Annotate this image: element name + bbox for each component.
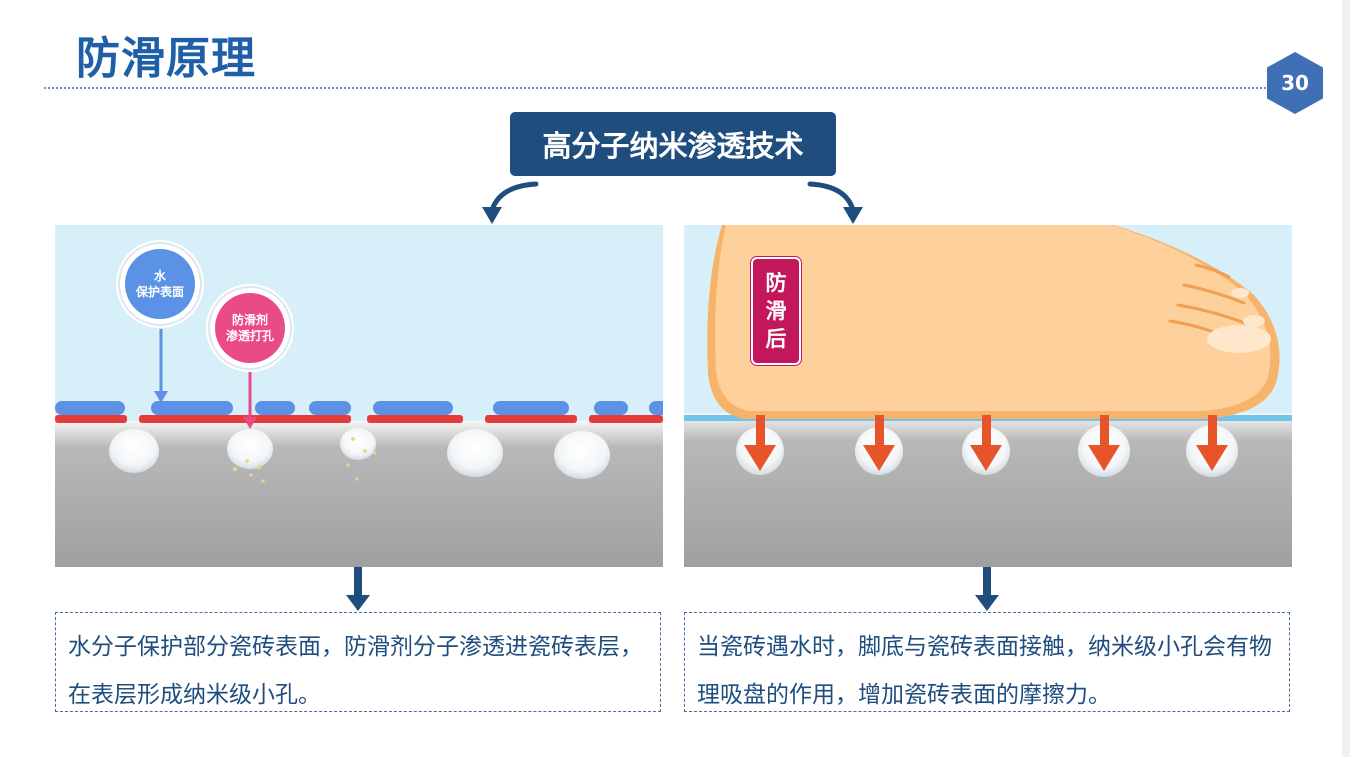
left-description-text: 水分子保护部分瓷砖表面，防滑剂分子渗透进瓷砖表层，在表层形成纳米级小孔。 bbox=[68, 634, 643, 708]
agent-callout-line1: 防滑剂 bbox=[231, 313, 268, 327]
agent-callout: 防滑剂 渗透打孔 bbox=[215, 293, 285, 363]
page-number: 30 bbox=[1281, 71, 1309, 95]
left-description: 水分子保护部分瓷砖表面，防滑剂分子渗透进瓷砖表层，在表层形成纳米级小孔。 bbox=[55, 612, 661, 712]
agent-callout-line2: 渗透打孔 bbox=[225, 329, 274, 343]
nano-pores bbox=[109, 428, 610, 479]
suction-arrow-icon bbox=[863, 415, 895, 471]
right-description-text: 当瓷砖遇水时，脚底与瓷砖表面接触，纳米级小孔会有物理吸盘的作用，增加瓷砖表面的摩… bbox=[697, 634, 1272, 708]
tile-cross-section-left bbox=[55, 329, 663, 567]
foot bbox=[707, 225, 1280, 419]
suction-arrow-icon bbox=[1196, 415, 1228, 471]
curved-arrow-left-icon bbox=[482, 181, 539, 224]
water-molecules bbox=[55, 401, 663, 415]
callout-pointer-water bbox=[154, 329, 168, 403]
curved-arrow-right-icon bbox=[807, 181, 863, 224]
suction-arrow-icon bbox=[744, 415, 776, 471]
left-illustration: 水 保护表面 防滑剂 渗透打孔 bbox=[55, 225, 663, 567]
slide-title: 防滑原理 bbox=[76, 33, 256, 84]
foot-on-tile bbox=[684, 225, 1292, 567]
title-divider bbox=[44, 87, 1270, 89]
right-edge-strip bbox=[1342, 0, 1350, 757]
suction-arrow-icon bbox=[1088, 415, 1120, 471]
red-layer bbox=[55, 415, 663, 423]
banner-label: 高分子纳米渗透技术 bbox=[542, 129, 804, 163]
down-arrow-icon bbox=[975, 567, 999, 611]
right-illustration: 防 滑 后 bbox=[684, 225, 1292, 567]
tag-char-3: 后 bbox=[765, 327, 787, 351]
tag-char-2: 滑 bbox=[765, 299, 787, 323]
technology-banner: 高分子纳米渗透技术 bbox=[510, 112, 836, 176]
water-callout-line1: 水 bbox=[153, 269, 166, 283]
water-callout: 水 保护表面 bbox=[125, 249, 195, 319]
right-description: 当瓷砖遇水时，脚底与瓷砖表面接触，纳米级小孔会有物理吸盘的作用，增加瓷砖表面的摩… bbox=[684, 612, 1290, 712]
down-arrow-icon bbox=[346, 567, 370, 611]
agent-particles bbox=[233, 437, 377, 483]
water-callout-line2: 保护表面 bbox=[135, 285, 184, 299]
suction-arrow-icon bbox=[970, 415, 1002, 471]
after-treatment-tag: 防 滑 后 bbox=[751, 257, 801, 365]
callout-pointer-agent bbox=[243, 365, 257, 429]
tag-char-1: 防 bbox=[765, 271, 787, 295]
page-number-badge: 30 bbox=[1267, 52, 1323, 114]
